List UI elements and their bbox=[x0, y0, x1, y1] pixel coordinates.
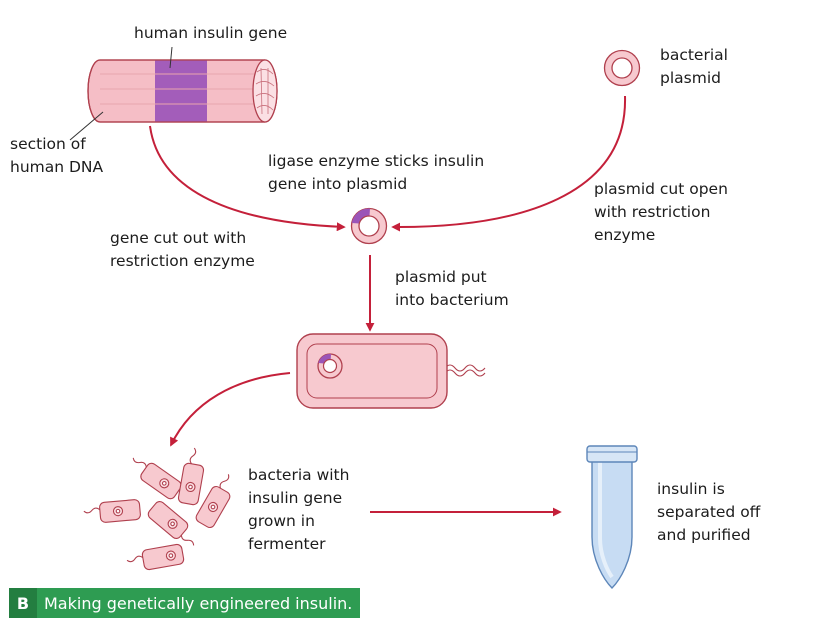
test-tube-icon bbox=[586, 445, 638, 589]
arrow-gene-to-plasmid bbox=[149, 125, 346, 232]
arrow-to-fermenter bbox=[170, 372, 291, 447]
human-dna-section bbox=[87, 59, 278, 123]
human-insulin-gene-label: human insulin gene bbox=[134, 24, 288, 42]
plasmid-cut-label: plasmid cut open with restriction enzyme bbox=[594, 180, 728, 244]
bacteria-cluster bbox=[83, 447, 231, 571]
figure-caption: B Making genetically engineered insulin. bbox=[9, 588, 361, 618]
caption-letter: B bbox=[9, 588, 37, 618]
arrow-plasmid-cut-open bbox=[391, 95, 627, 232]
recombinant-plasmid-icon bbox=[350, 207, 388, 245]
insulin-gene-band bbox=[155, 60, 207, 122]
plasmid-put-label: plasmid put into bacterium bbox=[395, 268, 509, 309]
gene-pointer-line bbox=[169, 46, 173, 69]
insulin-separated-label: insulin is separated off and purified bbox=[657, 480, 761, 544]
dna-pointer-line bbox=[69, 111, 104, 141]
section-of-dna-label: section of human DNA bbox=[10, 135, 104, 176]
gene-cut-label: gene cut out with restriction enzyme bbox=[110, 229, 255, 270]
bacteria-grown-label: bacteria with insulin gene grown in ferm… bbox=[248, 466, 350, 553]
bacterial-plasmid-label: bacterial plasmid bbox=[660, 46, 728, 87]
caption-text: Making genetically engineered insulin. bbox=[44, 593, 353, 613]
ligase-label: ligase enzyme sticks insulin gene into p… bbox=[268, 152, 485, 193]
bacterial-plasmid-icon bbox=[603, 49, 641, 87]
bacterium-icon bbox=[296, 333, 486, 409]
